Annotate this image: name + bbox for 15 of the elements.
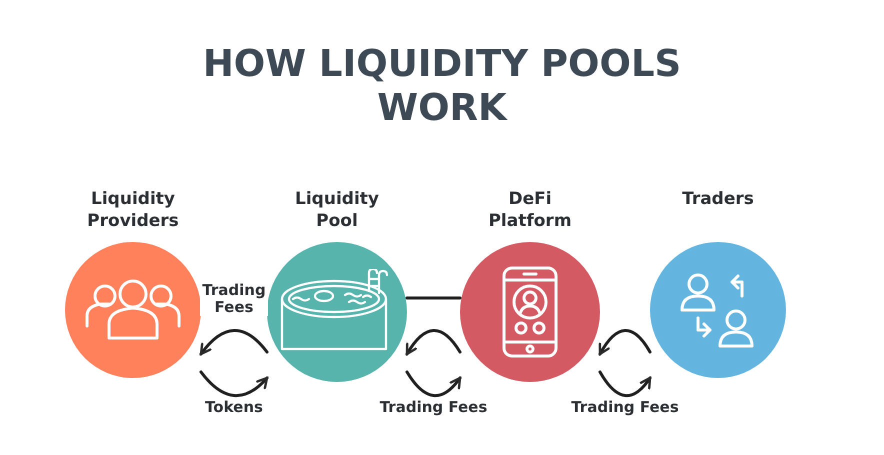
- node-heading: DeFi Platform: [487, 188, 573, 233]
- edge-label: Trading Fees: [569, 399, 681, 416]
- node-heading: Liquidity Pool: [294, 188, 380, 233]
- curved-arrow: [406, 329, 462, 356]
- node-heading: Liquidity Providers: [86, 188, 180, 233]
- title: HOW LIQUIDITY POOLS WORK: [202, 42, 682, 130]
- connector-line: [406, 296, 462, 300]
- curved-arrow: [406, 370, 462, 397]
- edge-label: Trading Fees: [200, 282, 268, 316]
- node-heading: Traders: [681, 188, 755, 211]
- curved-arrow: [200, 370, 268, 397]
- curved-arrow: [598, 370, 652, 397]
- edge-label: Trading Fees: [378, 399, 490, 416]
- curved-arrow: [200, 329, 268, 356]
- curved-arrow: [598, 329, 652, 356]
